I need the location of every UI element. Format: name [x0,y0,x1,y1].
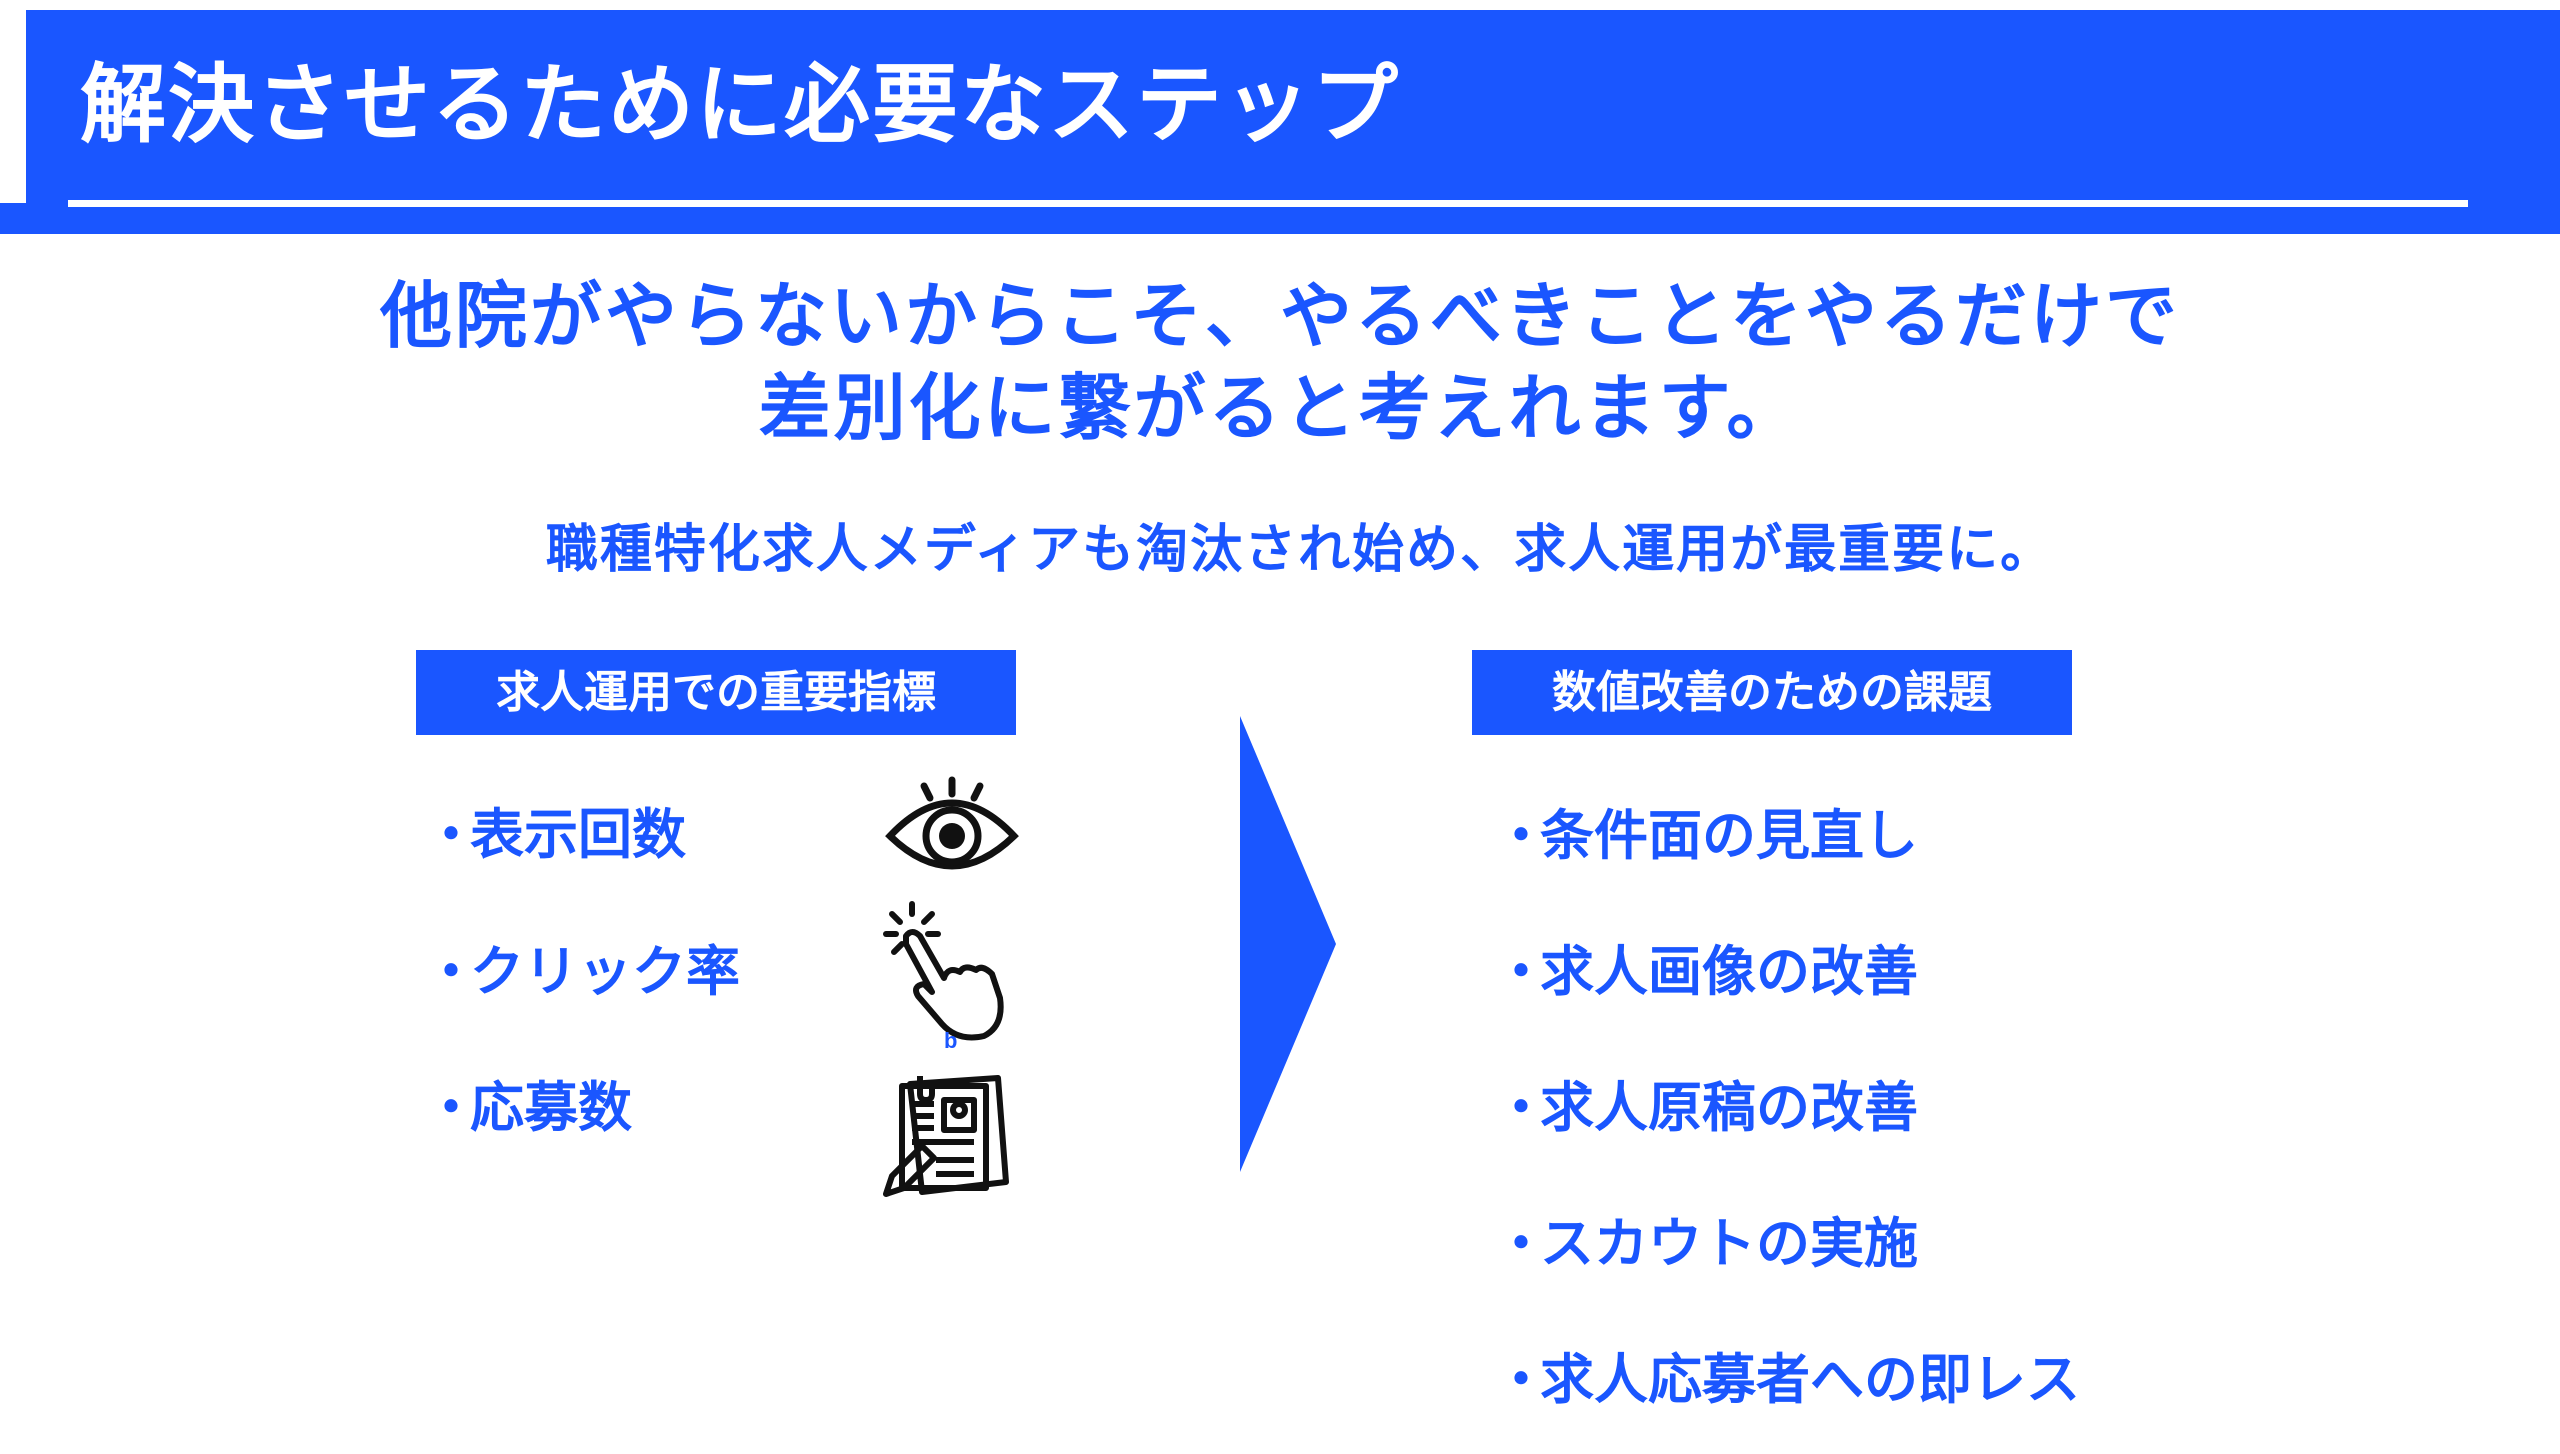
bullet: ・ [1494,1212,1548,1275]
left-item-label: 応募数 [470,1076,632,1139]
right-item-label: 求人画像の改善 [1540,940,1918,1003]
right-list-item: ・求人原稿の改善 [1494,1068,1918,1148]
click-hand-icon: b [883,901,1004,1050]
right-list-item: ・求人応募者への即レス [1494,1340,2080,1420]
subtitle: 職種特化求人メディアも淘汰され始め、求人運用が最重要に。 [545,520,2055,580]
left-section-label: 求人運用での重要指標 [416,650,1016,735]
header-accent [0,203,26,234]
left-list-item: ・クリック率 [424,932,740,1012]
application-form-icon [883,1075,1009,1197]
header-divider [68,200,2468,207]
header-bar [26,10,2560,234]
bullet: ・ [424,940,478,1003]
right-item-label: 条件面の見直し [1540,804,1918,867]
right-section-label: 数値改善のための課題 [1472,650,2072,735]
bullet: ・ [424,1076,478,1139]
bullet: ・ [1494,1076,1548,1139]
right-list-item: ・スカウトの実施 [1494,1204,1918,1284]
chevron-right-icon [1240,716,1336,1172]
eye-icon [885,776,1019,870]
bullet: ・ [1494,940,1548,1003]
right-item-label: 求人原稿の改善 [1540,1076,1918,1139]
bullet: ・ [424,803,478,866]
left-list-item: ・応募数 [424,1068,632,1148]
right-item-label: スカウトの実施 [1540,1212,1918,1275]
click-hand-icon-glyph: b [944,1028,957,1050]
lead-line-1: 他院がやらないからこそ、やるべきことをやるだけで [379,274,2180,358]
lead-line-2: 差別化に繋がると考えれます。 [758,366,1802,450]
page-title: 解決させるために必要なステップ [80,55,1400,155]
bullet: ・ [1494,1348,1548,1411]
left-item-label: クリック率 [470,940,740,1003]
left-list-item: ・表示回数 [424,795,686,875]
right-list-item: ・条件面の見直し [1494,796,1918,876]
right-list-item: ・求人画像の改善 [1494,932,1918,1012]
left-item-label: 表示回数 [470,803,686,866]
right-item-label: 求人応募者への即レス [1540,1348,2080,1411]
bullet: ・ [1494,804,1548,867]
